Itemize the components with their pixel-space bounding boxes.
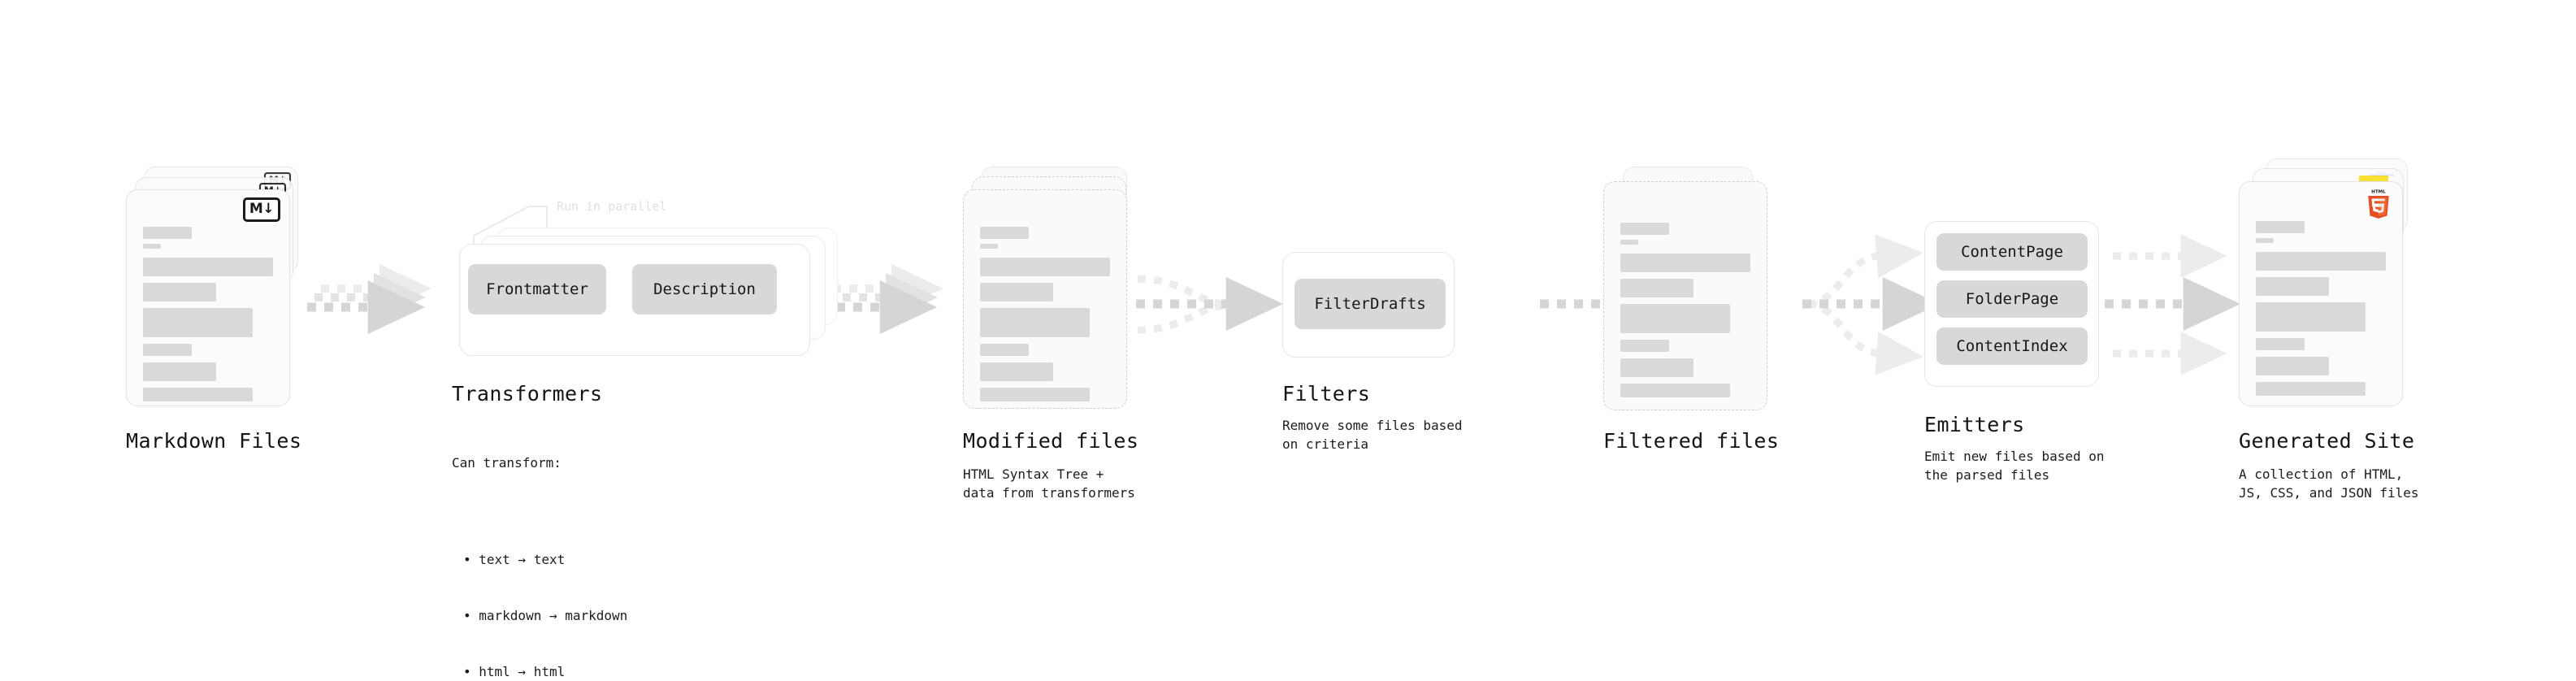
stage-markdown-files: M↓ M↓ M↓ <box>126 167 301 419</box>
skeleton-line <box>1620 240 1638 245</box>
skeleton-line <box>1620 304 1730 333</box>
skeleton-line <box>980 283 1053 301</box>
skeleton-line <box>143 258 273 276</box>
transformer-pill-frontmatter[interactable]: Frontmatter <box>468 264 606 314</box>
stage-subtitle-emitters: Emit new files based on the parsed files <box>1924 449 2105 483</box>
connector-emitters-to-site <box>2105 234 2241 375</box>
run-in-parallel-label: Run in parallel <box>557 199 667 214</box>
emitter-pill-contentindex[interactable]: ContentIndex <box>1936 327 2088 365</box>
skeleton-line <box>2256 252 2386 271</box>
stage-emitters: ContentPage FolderPage ContentIndex <box>1924 221 2111 392</box>
skeleton-line <box>2256 357 2329 375</box>
stage-title-emitters: Emitters <box>1924 413 2025 436</box>
skeleton-line <box>2256 277 2329 296</box>
emitter-pill-contentpage[interactable]: ContentPage <box>1936 233 2088 271</box>
transformer-group-front: Frontmatter Description <box>459 244 810 356</box>
skeleton-line <box>1620 340 1669 352</box>
stage-subtitle-generated-site: A collection of HTML, JS, CSS, and JSON … <box>2239 466 2419 501</box>
transform-bullet: • html → html <box>463 664 566 679</box>
connector-modified-to-filters <box>1136 275 1284 334</box>
skeleton-line <box>980 244 998 249</box>
filter-group-box: FilterDrafts <box>1282 252 1455 358</box>
stage-subtitle-modified-files: HTML Syntax Tree + data from transformer… <box>963 466 1135 501</box>
skeleton-line <box>143 244 161 249</box>
stage-title-filters: Filters <box>1282 382 1371 406</box>
emitter-group-box: ContentPage FolderPage ContentIndex <box>1924 221 2099 387</box>
skeleton-line <box>143 283 216 301</box>
connector-filtered-to-emitters <box>1802 234 1941 375</box>
skeleton-line <box>1620 223 1669 235</box>
skeleton-line <box>2256 338 2305 350</box>
skeleton-line <box>143 308 253 337</box>
skeleton-line <box>980 344 1029 356</box>
filter-pill-filterdrafts[interactable]: FilterDrafts <box>1295 279 1446 329</box>
skeleton-line <box>2256 221 2305 233</box>
skeleton-line <box>980 308 1090 337</box>
html5-badge: HTML <box>2368 189 2389 219</box>
document-sheet-front: M↓ <box>126 189 290 406</box>
stage-title-transformers: Transformers <box>452 382 603 406</box>
document-sheet-front-html: HTML <box>2239 181 2403 406</box>
stage-title-modified-files: Modified files <box>963 429 1139 453</box>
skeleton-line <box>143 362 216 381</box>
emitter-pill-folderpage[interactable]: FolderPage <box>1936 280 2088 318</box>
stage-filters: FilterDrafts <box>1282 252 1461 358</box>
skeleton-line <box>980 227 1029 239</box>
skeleton-line <box>143 344 192 356</box>
skeleton-line <box>2256 238 2274 243</box>
stage-modified-files <box>963 167 1138 419</box>
skeleton-line <box>2256 382 2366 396</box>
skeleton-line <box>980 258 1110 276</box>
skeleton-line <box>1620 384 1730 397</box>
stage-subtitle-transformers: Can transform: • text → text • markdown … <box>452 416 627 681</box>
stage-generated-site: css HTML <box>2239 158 2413 419</box>
markdown-badge: M↓ <box>242 197 280 222</box>
document-sheet-front <box>1603 181 1767 410</box>
transform-head: Can transform: <box>452 455 562 471</box>
transform-bullet: • text → text <box>463 552 566 567</box>
skeleton-line <box>1620 358 1693 377</box>
skeleton-line <box>1620 279 1693 297</box>
document-skeleton <box>964 190 1126 408</box>
skeleton-line <box>2256 302 2366 332</box>
skeleton-line <box>980 388 1090 401</box>
document-skeleton <box>1604 182 1767 410</box>
stage-subtitle-filters: Remove some files based on criteria <box>1282 418 1463 452</box>
transform-bullet-list: • text → text • markdown → markdown • ht… <box>452 513 627 681</box>
stage-title-generated-site: Generated Site <box>2239 429 2415 453</box>
transform-bullet: • markdown → markdown <box>463 608 628 623</box>
stage-title-markdown-files: Markdown Files <box>126 429 302 453</box>
connector-md-to-transformers <box>307 264 432 334</box>
svg-text:HTML: HTML <box>2371 189 2386 194</box>
document-sheet-front <box>963 189 1127 409</box>
stage-title-filtered-files: Filtered files <box>1603 429 1780 453</box>
document-skeleton <box>127 190 289 406</box>
skeleton-line <box>143 227 192 239</box>
run-in-parallel-bracket <box>473 206 548 258</box>
transformer-pill-description[interactable]: Description <box>632 264 777 314</box>
skeleton-line <box>143 388 253 401</box>
stage-transformers: Run in parallel Frontmatter Description <box>443 195 849 358</box>
skeleton-line <box>1620 254 1750 272</box>
document-skeleton <box>2240 182 2402 406</box>
stage-filtered-files <box>1603 167 1778 419</box>
skeleton-line <box>980 362 1053 381</box>
